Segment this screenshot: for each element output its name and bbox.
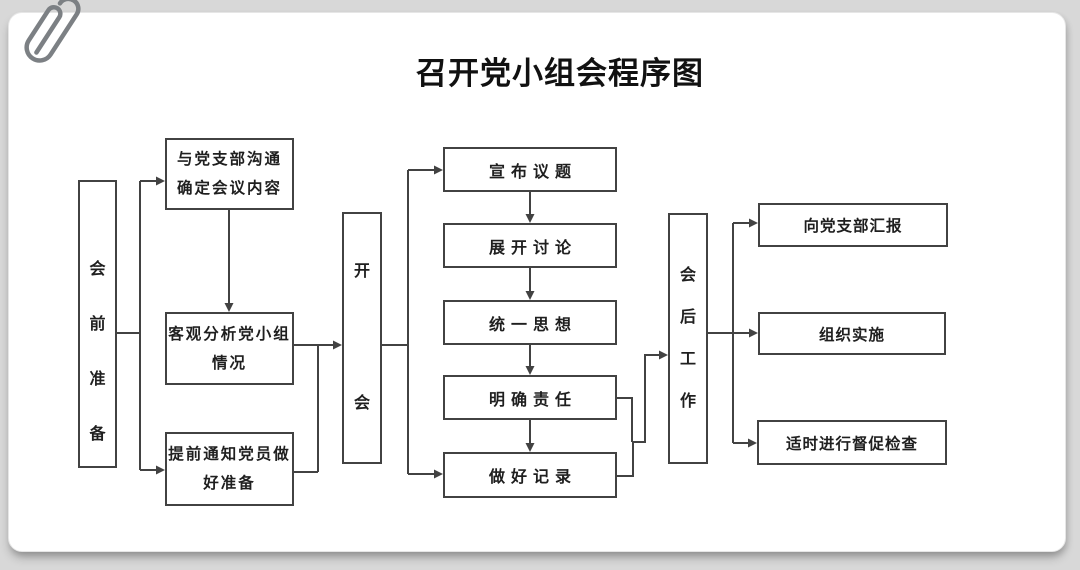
stage-pre-meeting-label: 会前准备 [89, 261, 106, 443]
page-title: 召开党小组会程序图 [416, 56, 704, 91]
stage-post-meeting-box: 会后工作 [668, 213, 708, 464]
stage-meeting-box: 开会 [342, 212, 382, 464]
step-notify-members: 提前通知党员做 好准备 [165, 432, 294, 506]
stage-post-meeting-label: 会后工作 [679, 266, 696, 410]
step-analyze-group-situation: 客观分析党小组 情况 [165, 312, 294, 385]
paperclip-icon [24, 0, 81, 63]
step-announce-agenda: 宣布议题 [443, 147, 617, 192]
step-organize-implementation: 组织实施 [758, 312, 946, 355]
step-open-discussion: 展开讨论 [443, 223, 617, 268]
stage-meeting-label: 开会 [353, 263, 370, 412]
stage-pre-meeting-box: 会前准备 [78, 180, 117, 468]
step-clarify-responsibility: 明确责任 [443, 375, 617, 420]
step-communicate-with-branch: 与党支部沟通 确定会议内容 [165, 138, 294, 210]
step-supervise-inspect: 适时进行督促检查 [757, 420, 947, 465]
step-unify-thinking: 统一思想 [443, 300, 617, 345]
step-report-to-branch: 向党支部汇报 [758, 203, 948, 247]
step-take-minutes: 做好记录 [443, 452, 617, 498]
